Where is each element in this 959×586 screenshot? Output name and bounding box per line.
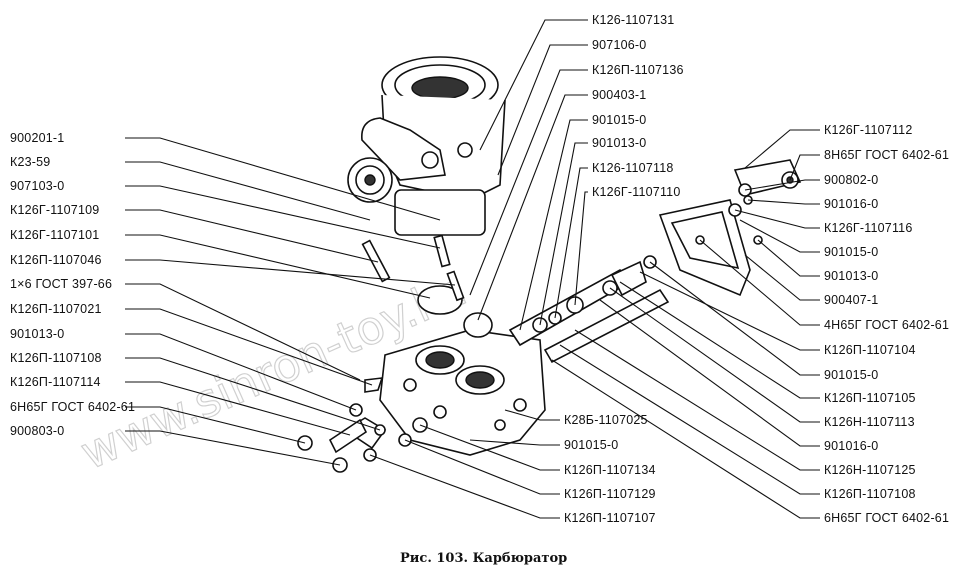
- leader-lines: [125, 19, 820, 519]
- part-label: К126Г-1107109: [10, 203, 99, 217]
- part-label: К126П-1107134: [564, 463, 656, 477]
- part-label: 907103-0: [10, 179, 64, 193]
- part-label: 900803-0: [10, 424, 64, 438]
- part-label: 901015-0: [592, 113, 646, 127]
- part-label: К28Б-1107025: [564, 413, 648, 427]
- part-label: 901013-0: [592, 136, 646, 150]
- part-label: К126П-1107104: [824, 343, 916, 357]
- part-label: К23-59: [10, 155, 50, 169]
- part-label: К126П-1107108: [824, 487, 916, 501]
- linkage-levers-top-right: [728, 159, 802, 217]
- part-label: К126П-1107136: [592, 63, 684, 77]
- part-label: К126-1107118: [592, 161, 674, 175]
- part-label: К126Г-1107112: [824, 123, 912, 137]
- accelerator-pump-cover: [658, 199, 763, 297]
- part-label: К126П-1107114: [10, 375, 101, 389]
- part-label: 900403-1: [592, 88, 646, 102]
- part-label: К126Г-1107116: [824, 221, 912, 235]
- part-label: 901015-0: [564, 438, 618, 452]
- right-labels: К126Г-1107112 8Н65Г ГОСТ 6402-61 900802-…: [824, 123, 949, 525]
- part-label: К126П-1107046: [10, 253, 102, 267]
- part-label: К126П-1107108: [10, 351, 102, 365]
- figure-caption: Рис. 103. Карбюратор: [400, 551, 567, 566]
- part-label: К126Н-1107113: [824, 415, 915, 429]
- part-label: 900201-1: [10, 131, 64, 145]
- part-label: 901013-0: [824, 269, 878, 283]
- part-label: 6Н65Г ГОСТ 6402-61: [10, 400, 135, 414]
- part-label: 1×6 ГОСТ 397-66: [10, 277, 112, 291]
- part-label: 901015-0: [824, 368, 878, 382]
- part-label: К126П-1107129: [564, 487, 656, 501]
- top-labels: К126-1107131 907106-0 К126П-1107136 9004…: [592, 13, 684, 199]
- part-label: 901016-0: [824, 439, 878, 453]
- bottom-labels: К28Б-1107025 901015-0 К126П-1107134 К126…: [564, 413, 656, 525]
- part-label: К126П-1107105: [824, 391, 916, 405]
- part-label: К126Н-1107125: [824, 463, 916, 477]
- float-and-jets: [361, 234, 493, 338]
- part-label: 901015-0: [824, 245, 878, 259]
- part-label: К126Г-1107110: [592, 185, 680, 199]
- part-label: К126П-1107021: [10, 302, 102, 316]
- part-label: 900802-0: [824, 173, 878, 187]
- carburetor-top-cover: [347, 56, 506, 236]
- part-label: 8Н65Г ГОСТ 6402-61: [824, 148, 949, 162]
- part-label: К126-1107131: [592, 13, 674, 27]
- part-label: 901013-0: [10, 327, 64, 341]
- left-labels: 900201-1 К23-59 907103-0 К126Г-1107109 К…: [10, 131, 135, 438]
- part-label: 6Н65Г ГОСТ 6402-61: [824, 511, 949, 525]
- part-label: 4Н65Г ГОСТ 6402-61: [824, 318, 949, 332]
- part-label: 900407-1: [824, 293, 878, 307]
- part-label: К126Г-1107101: [10, 228, 99, 242]
- part-label: 901016-0: [824, 197, 878, 211]
- part-label: 907106-0: [592, 38, 646, 52]
- part-label: К126П-1107107: [564, 511, 656, 525]
